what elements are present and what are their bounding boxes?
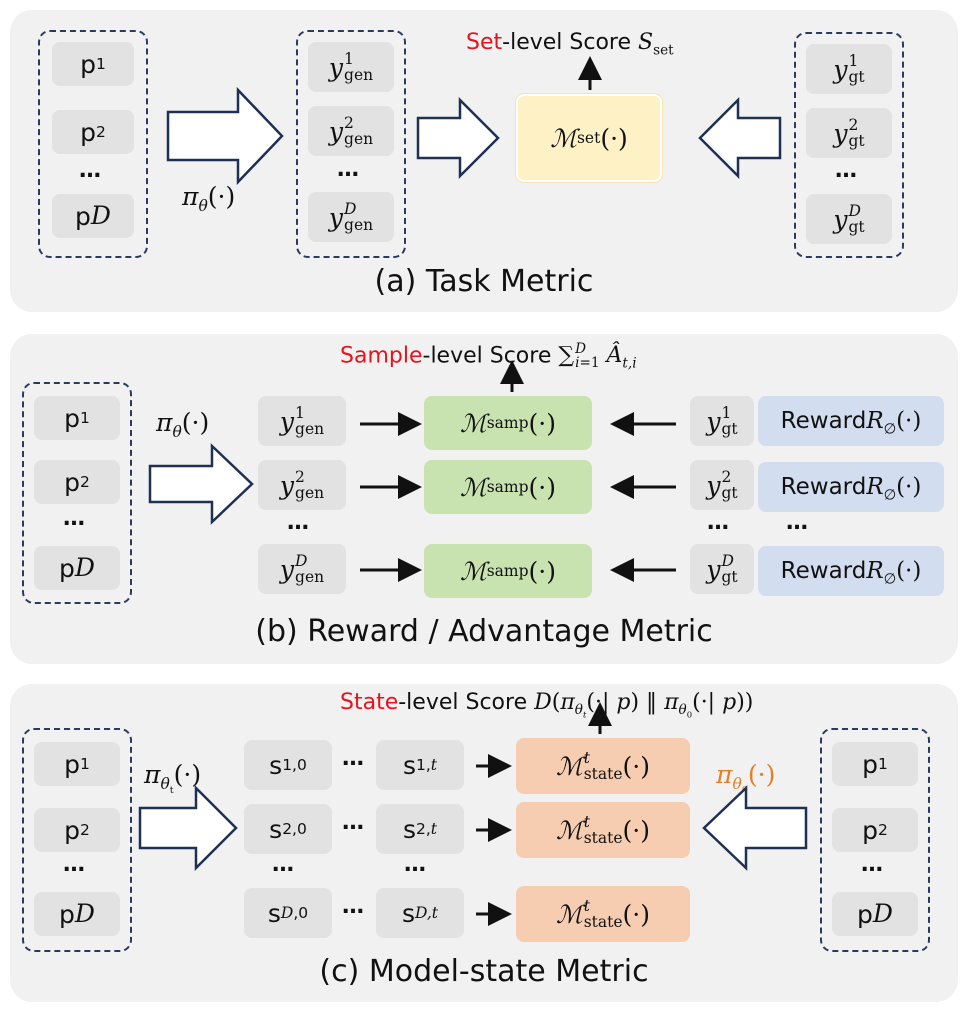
reward-model-box: Reward R∅(·) <box>758 546 944 596</box>
ellipsis: … <box>342 746 365 771</box>
score-level-highlight: Sample <box>340 343 423 369</box>
ellipsis: … <box>63 506 86 531</box>
reward-model-box: Reward R∅(·) <box>758 396 944 446</box>
block-arrow-right <box>166 86 284 186</box>
score-level-highlight: Set <box>466 30 503 55</box>
ellipsis: … <box>342 894 365 919</box>
ellipsis: … <box>337 157 360 182</box>
ellipsis: … <box>786 510 809 535</box>
generation-group <box>296 30 406 258</box>
ground-truth-group <box>794 32 904 258</box>
prompt-group <box>22 382 132 604</box>
ellipsis: … <box>342 810 365 835</box>
state-level-score-label: State-level Score D(πθt(·| p) ‖ πθ0(·| p… <box>340 690 754 721</box>
block-arrow-left <box>698 96 782 180</box>
prompt-group <box>38 30 148 258</box>
ellipsis: … <box>272 852 295 877</box>
block-arrow-left <box>702 785 808 871</box>
ellipsis: … <box>707 510 730 535</box>
ellipsis: … <box>79 158 102 183</box>
ellipsis: … <box>861 852 884 877</box>
policy-label: πθ(·) <box>156 408 210 441</box>
reference-policy-label: πθ0(·) <box>716 760 776 795</box>
ellipsis: … <box>835 158 858 183</box>
policy-label: πθ(·) <box>182 182 236 215</box>
score-level-highlight: State <box>340 690 399 715</box>
prompt-group <box>22 728 132 952</box>
set-level-score-label: Set-level Score Sset <box>466 30 674 59</box>
block-arrow-right <box>138 784 238 872</box>
panel-caption: (a) Task Metric <box>374 264 594 299</box>
panel-caption: (c) Model-state Metric <box>319 954 649 989</box>
block-arrow-right <box>416 96 500 180</box>
ellipsis: … <box>287 510 310 535</box>
policy-label: πθt(·) <box>144 760 202 797</box>
panel-caption: (b) Reward / Advantage Metric <box>255 614 713 649</box>
prompt-group <box>820 728 930 952</box>
ellipsis: … <box>404 852 427 877</box>
reward-model-box: Reward R∅(·) <box>758 462 944 512</box>
ellipsis: … <box>63 852 86 877</box>
block-arrow-right <box>148 443 254 525</box>
